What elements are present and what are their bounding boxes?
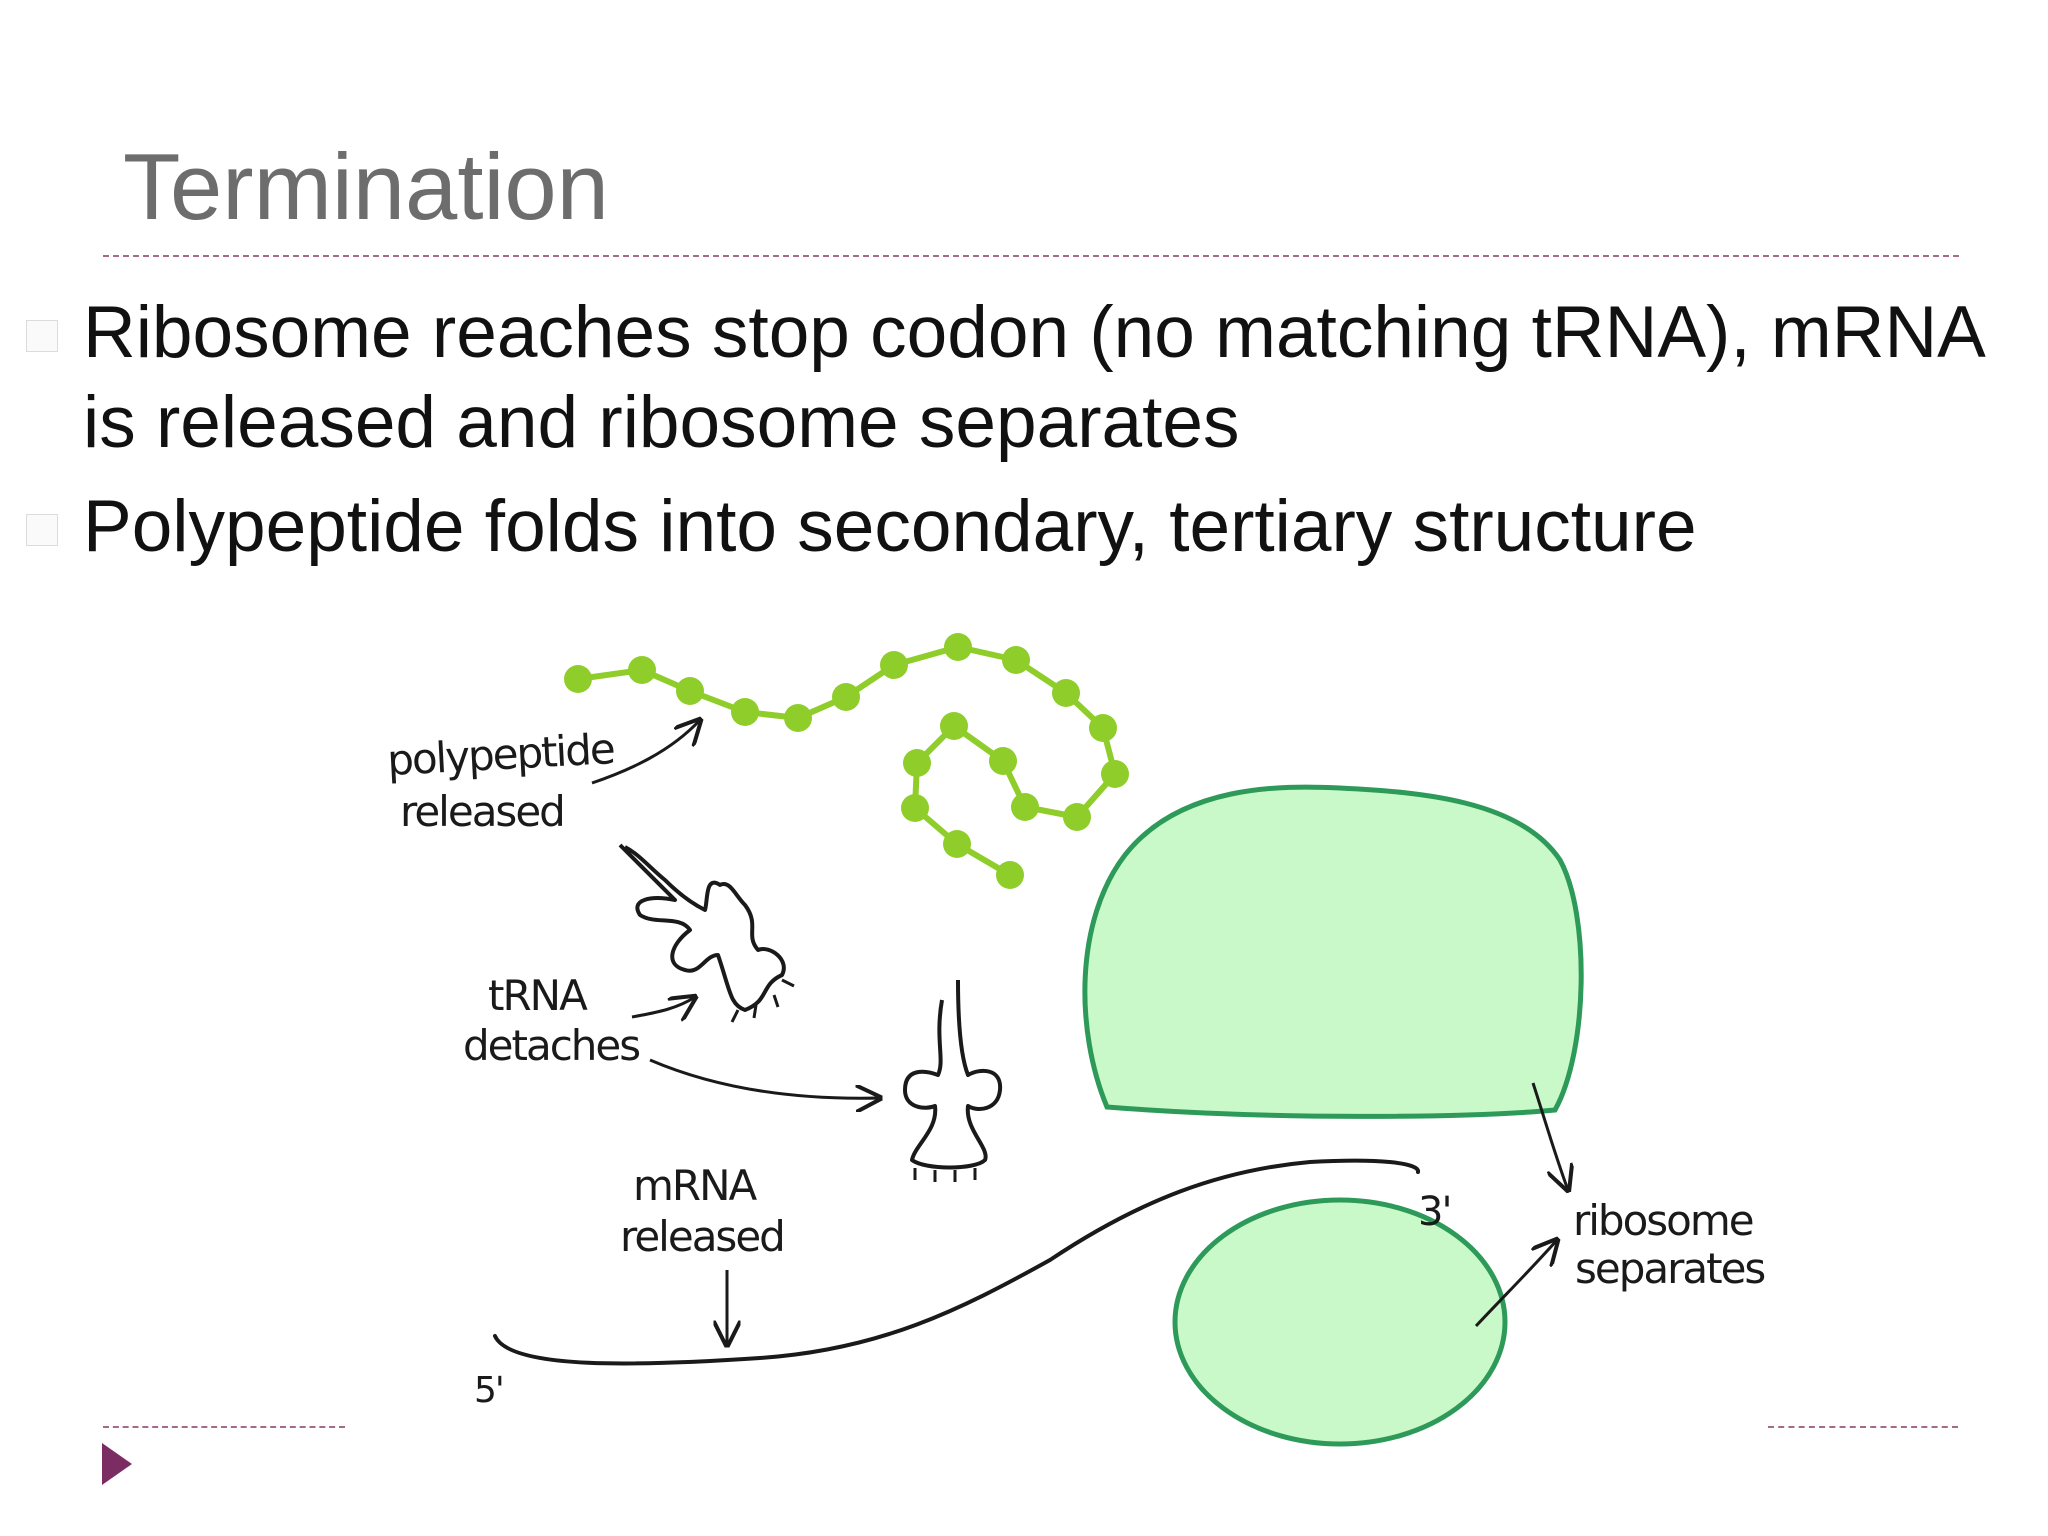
- arrow-trna-upper: [631, 997, 695, 1017]
- amino-acid-bead: [989, 747, 1017, 775]
- arrow-ribosome-small: [1474, 1240, 1557, 1328]
- polypeptide-chain: [564, 633, 1129, 889]
- bullet-marker-icon: [26, 514, 58, 546]
- label-polypeptide-line2: released: [400, 787, 564, 836]
- bullet-item: Ribosome reaches stop codon (no matching…: [20, 288, 2030, 468]
- amino-acid-bead: [943, 830, 971, 858]
- title-divider: [103, 255, 1959, 257]
- arrow-trna-lower: [649, 1058, 880, 1098]
- bullet-text: Ribosome reaches stop codon (no matching…: [83, 292, 1982, 463]
- bullet-item: Polypeptide folds into secondary, tertia…: [20, 482, 2030, 572]
- amino-acid-bead: [880, 651, 908, 679]
- footer-divider-left: [103, 1426, 345, 1428]
- amino-acid-bead: [996, 861, 1024, 889]
- amino-acid-bead: [901, 794, 929, 822]
- bullet-text: Polypeptide folds into secondary, tertia…: [83, 486, 1697, 567]
- footer-divider-right: [1768, 1426, 1958, 1428]
- ribosome-large-subunit: [1082, 784, 1584, 1119]
- amino-acid-bead: [1002, 646, 1030, 674]
- label-ribosome-line1: ribosome: [1573, 1196, 1753, 1245]
- label-trna-line1: tRNA: [488, 971, 588, 1020]
- label-ribosome-line2: separates: [1575, 1244, 1764, 1293]
- amino-acid-bead: [628, 656, 656, 684]
- play-arrow-icon[interactable]: [102, 1443, 132, 1485]
- amino-acid-bead: [1063, 803, 1091, 831]
- amino-acid-bead: [940, 712, 968, 740]
- mrna-strand: [493, 1158, 1420, 1366]
- amino-acid-bead: [1101, 760, 1129, 788]
- ribosome-small-subunit: [1172, 1197, 1508, 1447]
- trna-lower-icon: [903, 979, 1003, 1170]
- bullet-list: Ribosome reaches stop codon (no matching…: [20, 288, 2030, 586]
- label-mrna-line2: released: [620, 1212, 784, 1261]
- amino-acid-bead: [832, 683, 860, 711]
- amino-acid-bead: [1089, 714, 1117, 742]
- amino-acid-bead: [784, 704, 812, 732]
- label-five-prime: 5': [474, 1370, 503, 1411]
- arrow-polypeptide: [591, 720, 700, 785]
- label-trna-line2: detaches: [463, 1021, 639, 1070]
- trna-upper-icon: [618, 843, 786, 1012]
- amino-acid-bead: [731, 698, 759, 726]
- amino-acid-bead: [944, 633, 972, 661]
- amino-acid-bead: [1052, 679, 1080, 707]
- amino-acid-bead: [1011, 793, 1039, 821]
- amino-acid-bead: [903, 749, 931, 777]
- label-three-prime: 3': [1418, 1189, 1450, 1235]
- label-polypeptide-line1: polypeptide: [386, 724, 615, 785]
- bullet-marker-icon: [26, 320, 58, 352]
- amino-acid-bead: [564, 665, 592, 693]
- arrow-ribosome-large: [1531, 1082, 1568, 1190]
- slide-title: Termination: [123, 134, 609, 239]
- amino-acid-bead: [676, 677, 704, 705]
- label-mrna-line1: mRNA: [633, 1161, 758, 1210]
